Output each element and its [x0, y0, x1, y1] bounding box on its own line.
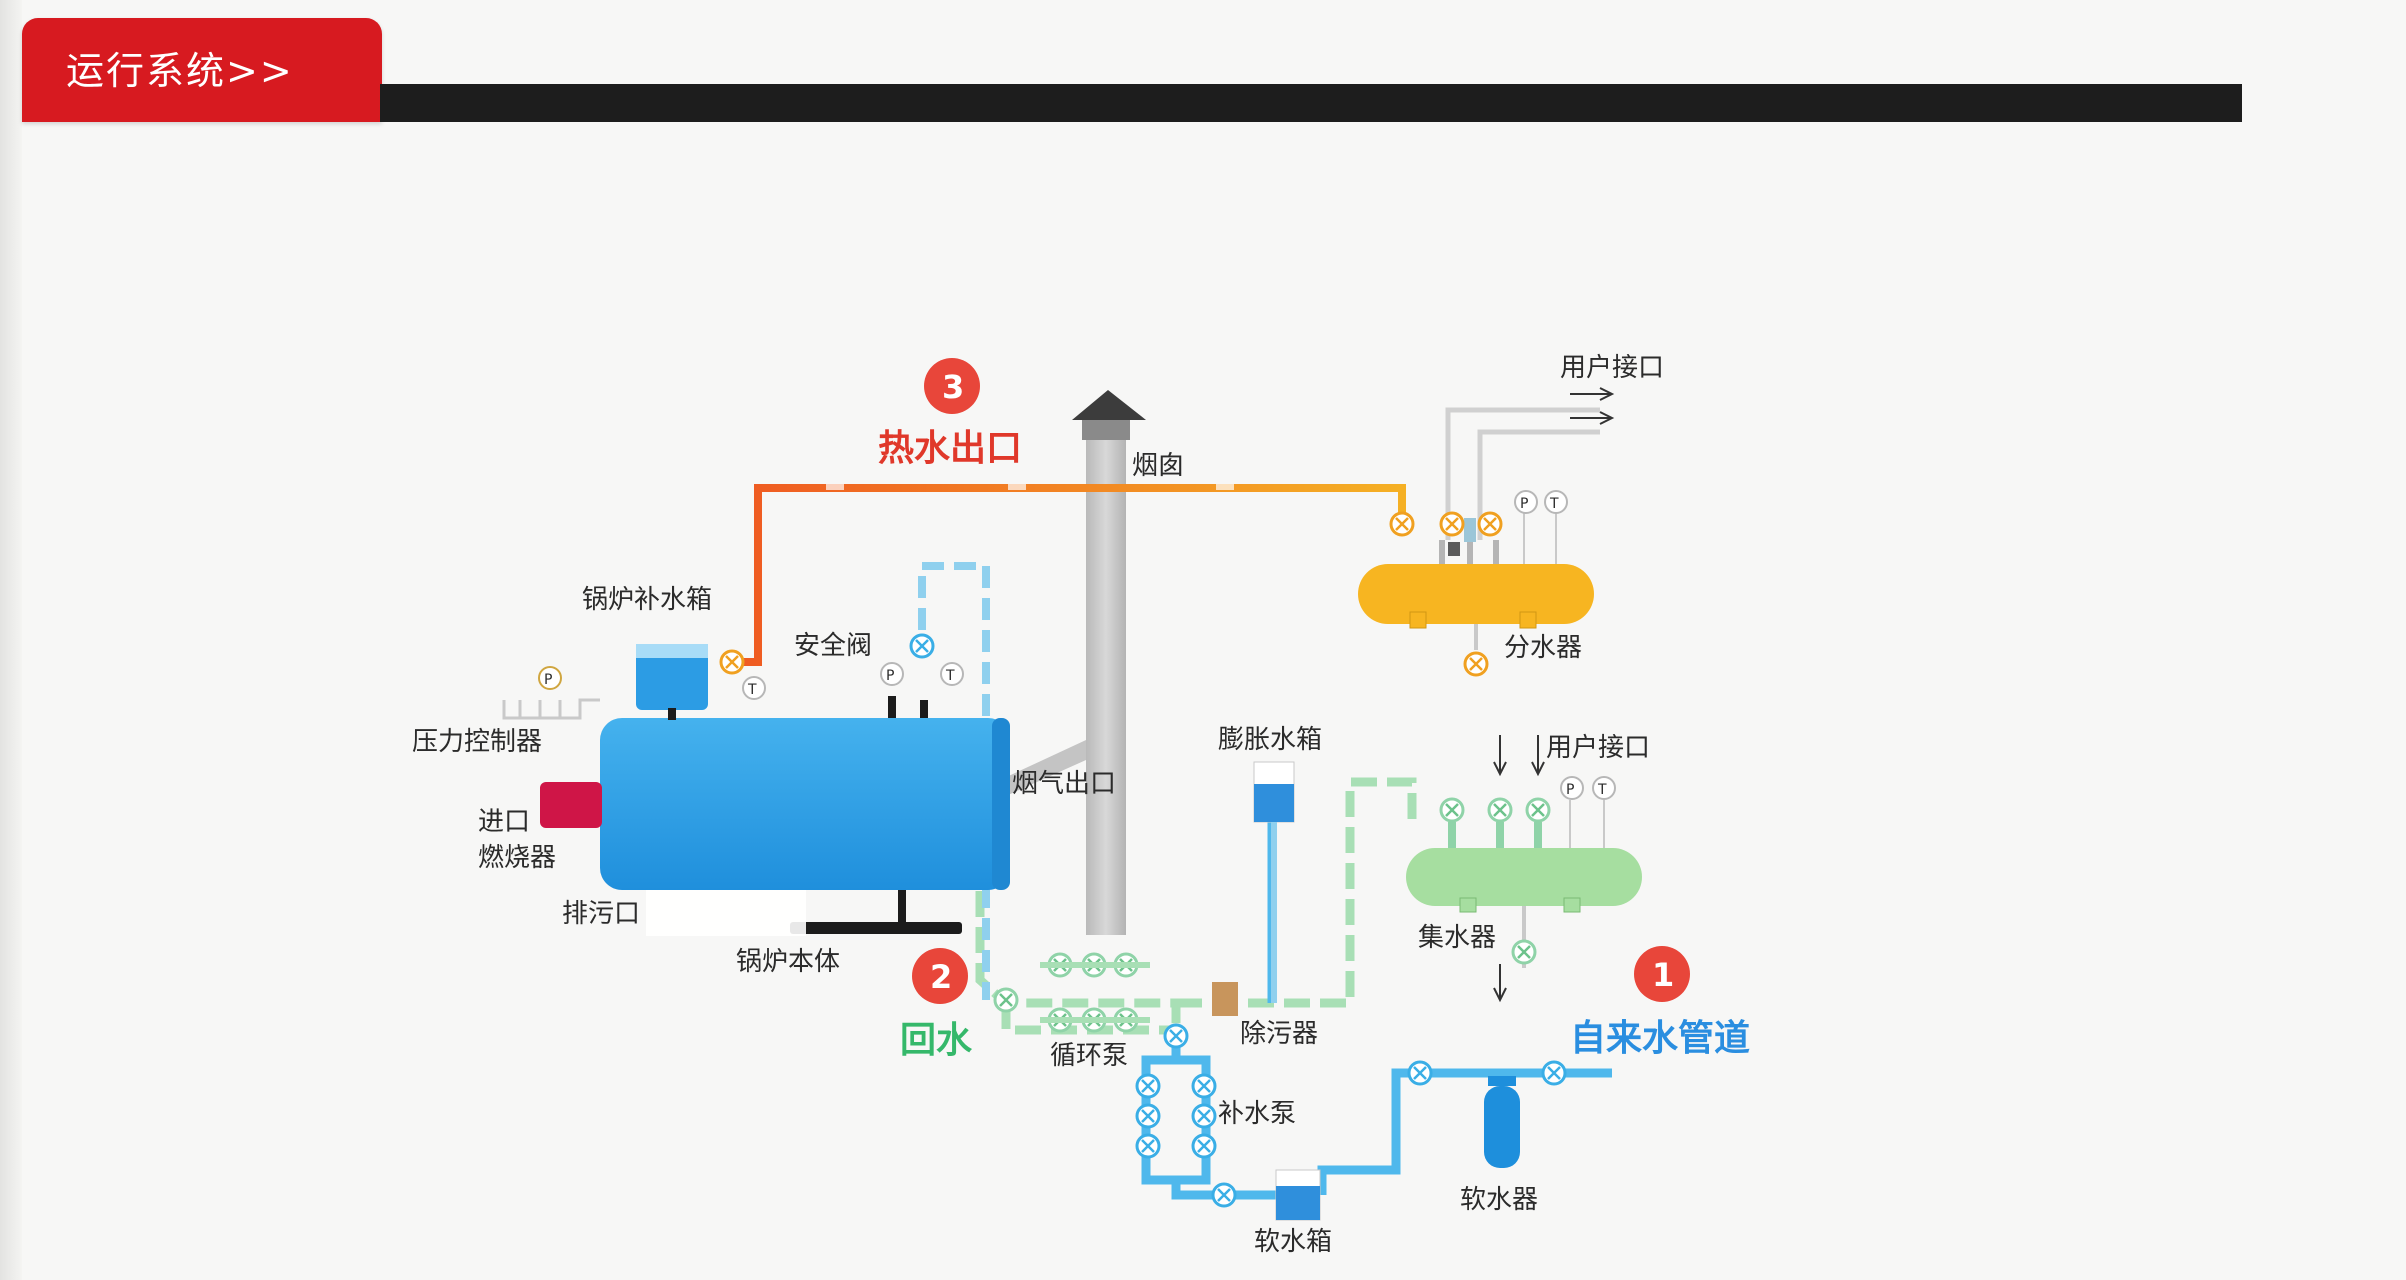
water-distributor — [1358, 387, 1615, 650]
distributor-pressure-gauge: P — [1514, 490, 1538, 514]
label-boiler-makeup-tank: 锅炉补水箱 — [582, 585, 712, 615]
soft-water-tank-valve — [1211, 1182, 1237, 1208]
label-circulation-pump: 循环泵 — [1050, 1041, 1128, 1071]
label-water-collector: 集水器 — [1418, 923, 1496, 953]
return-valve — [993, 987, 1019, 1013]
section-header-bar — [380, 84, 2242, 122]
label-inlet: 进口 — [478, 807, 530, 837]
label-burner: 燃烧器 — [478, 843, 556, 873]
distributor-outlet-valve — [1463, 651, 1489, 677]
collector-valve-3 — [1525, 797, 1551, 823]
label-blowdown-outlet: 排污口 — [562, 899, 640, 929]
safety-pressure-gauge: P — [880, 662, 904, 686]
svg-text:T: T — [945, 668, 955, 684]
marker-3: 3 — [924, 358, 980, 414]
marker-1: 1 — [1634, 946, 1690, 1002]
marker-2: 2 — [912, 948, 968, 1004]
svg-text:T: T — [1549, 496, 1559, 512]
label-safety-valve: 安全阀 — [794, 631, 872, 661]
soft-water-tank — [1275, 1169, 1321, 1221]
safety-valve — [909, 633, 935, 659]
collector-temp-gauge: T — [1592, 776, 1616, 800]
svg-text:1: 1 — [1652, 956, 1674, 994]
label-user-interface-bottom: 用户接口 — [1546, 733, 1650, 763]
svg-text:P: P — [544, 672, 552, 688]
pressure-controller — [502, 698, 600, 720]
makeup-pump-group — [1135, 1023, 1217, 1159]
water-collector — [1406, 735, 1642, 1003]
label-expansion-tank: 膨胀水箱 — [1218, 725, 1322, 755]
distributor-valve-2 — [1439, 511, 1465, 537]
boiler-body — [600, 718, 1010, 936]
label-hot-water-outlet: 热水出口 — [878, 428, 1022, 469]
hot-water-pipe — [736, 484, 1406, 666]
svg-text:T: T — [1597, 782, 1607, 798]
svg-text:P: P — [886, 668, 894, 684]
label-return-water: 回水 — [900, 1020, 973, 1061]
expansion-tank — [1253, 761, 1295, 1003]
svg-text:T: T — [747, 682, 757, 698]
section-header-tab — [22, 18, 382, 122]
distributor-valve-1 — [1389, 511, 1415, 537]
svg-text:2: 2 — [930, 958, 952, 996]
makeup-tank-valve — [719, 649, 745, 675]
label-user-interface-top: 用户接口 — [1560, 353, 1664, 383]
return-water-pipe — [975, 777, 1417, 1035]
label-flue-gas-outlet: 烟气出口 — [1012, 769, 1116, 799]
label-soft-water-tank: 软水箱 — [1254, 1227, 1332, 1257]
dirt-separator — [1212, 982, 1238, 1016]
makeup-temp-gauge: T — [742, 676, 766, 700]
distributor-temp-gauge: T — [1544, 490, 1568, 514]
label-boiler-body: 锅炉本体 — [736, 947, 840, 977]
water-softener — [1484, 1076, 1520, 1168]
label-pressure-controller: 压力控制器 — [412, 727, 542, 757]
svg-text:P: P — [1566, 782, 1574, 798]
boiler-makeup-tank — [636, 644, 708, 720]
tap-valve-1 — [1407, 1060, 1433, 1086]
svg-text:3: 3 — [942, 368, 964, 406]
distributor-valve-3 — [1477, 511, 1503, 537]
safety-temp-gauge: T — [940, 662, 964, 686]
label-dirt-separator: 除污器 — [1240, 1019, 1318, 1049]
safety-valve-pipe — [918, 562, 990, 1000]
svg-text:P: P — [1520, 496, 1528, 512]
page-edge — [0, 0, 22, 1280]
label-water-softener: 软水器 — [1460, 1185, 1538, 1215]
collector-outlet-valve — [1511, 939, 1537, 965]
chimney — [1000, 390, 1146, 935]
label-tap-water-pipe: 自来水管道 — [1570, 1018, 1750, 1059]
burner — [540, 782, 602, 828]
section-title: 运行系统>> — [66, 49, 294, 93]
collector-valve-2 — [1487, 797, 1513, 823]
collector-pressure-gauge: P — [1560, 776, 1584, 800]
pressure-controller-gauge: P — [538, 666, 562, 690]
tap-valve-2 — [1541, 1060, 1567, 1086]
label-chimney: 烟囱 — [1132, 451, 1184, 481]
circulation-pump-group — [1040, 952, 1150, 1033]
label-water-distributor: 分水器 — [1504, 633, 1582, 663]
collector-valve-1 — [1439, 797, 1465, 823]
label-makeup-pump: 补水泵 — [1218, 1099, 1296, 1129]
